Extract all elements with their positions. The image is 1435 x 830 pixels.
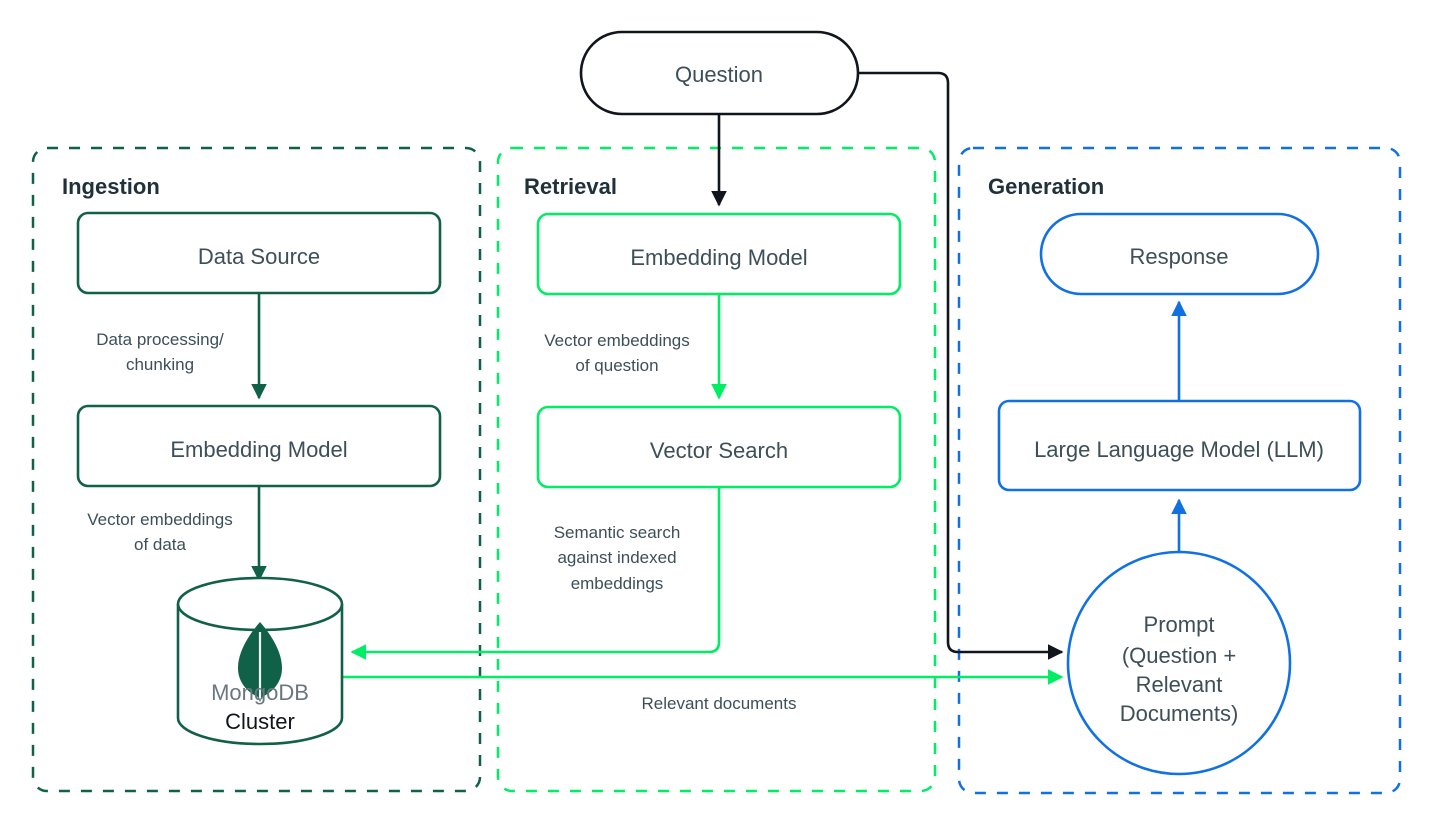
node-data-source[interactable]: Data Source [76,211,442,295]
vector-search-label: Vector Search [650,438,788,463]
section-title-ingestion: Ingestion [62,174,160,199]
section-container-ingestion: Ingestion [31,146,482,793]
prompt-label-line3: Relevant [1136,672,1223,697]
vector-embeddings-data-line2: of data [134,535,187,554]
question-pill-shape [579,30,860,116]
embedding-model-ingestion-shape [76,404,442,488]
vector-embeddings-question-line1: Vector embeddings [544,331,690,350]
data-source-shape [76,211,442,295]
prompt-label-line2: (Question + [1122,643,1236,668]
section-title-retrieval: Retrieval [524,174,617,199]
relevant-documents-label: Relevant documents [642,694,797,713]
node-embedding-model-retrieval[interactable]: Embedding Model [536,212,902,296]
embedding-model-retrieval-shape [536,212,902,296]
vector-search-shape [536,405,902,489]
semantic-search-line1: Semantic search [554,523,681,542]
edge-label-data-processing: Data processing/ chunking [96,330,224,374]
embedding-model-ingestion-label: Embedding Model [170,437,347,462]
edge-vector-search-to-cluster [350,487,721,660]
node-embedding-model-ingestion[interactable]: Embedding Model [76,404,442,488]
response-pill-shape [1039,212,1320,296]
generation-dashed-border [957,146,1402,795]
embedding-model-retrieval-label: Embedding Model [630,245,807,270]
prompt-label-line1: Prompt [1144,612,1215,637]
section-container-retrieval: Retrieval [496,146,937,793]
node-large-language-model[interactable]: Large Language Model (LLM) [997,399,1362,492]
node-vector-search[interactable]: Vector Search [536,405,902,489]
node-question[interactable]: Question [579,30,860,116]
response-label: Response [1129,244,1228,269]
edge-label-relevant-documents: Relevant documents [642,694,797,713]
prompt-circle-shape [1066,550,1292,776]
llm-shape [997,399,1362,492]
ingestion-dashed-border [31,146,482,793]
edge-label-vector-embeddings-question: Vector embeddings of question [544,331,690,375]
llm-label: Large Language Model (LLM) [1034,437,1324,462]
mongodb-cluster-label-line2: Cluster [225,709,295,734]
node-response[interactable]: Response [1039,212,1320,296]
mongodb-cluster-label-line1: MongoDB [211,680,309,705]
retrieval-dashed-border [496,146,937,793]
prompt-label-line4: Documents) [1120,701,1239,726]
semantic-search-line3: embeddings [571,574,664,593]
mongodb-leaf-icon [238,622,282,702]
semantic-search-line2: against indexed [557,548,676,567]
section-container-generation: Generation [957,146,1402,795]
vector-embeddings-question-line2: of question [575,356,658,375]
vector-embeddings-data-line1: Vector embeddings [87,510,233,529]
edge-question-to-prompt [858,71,1064,660]
question-label: Question [675,62,763,87]
section-title-generation: Generation [988,174,1104,199]
node-mongodb-cluster[interactable]: MongoDB Cluster [176,576,344,746]
data-source-label: Data Source [198,244,320,269]
edge-label-vector-embeddings-data: Vector embeddings of data [87,510,233,554]
node-prompt[interactable]: Prompt (Question + Relevant Documents) [1066,550,1292,776]
data-processing-line2: chunking [126,355,194,374]
edge-label-semantic-search: Semantic search against indexed embeddin… [554,523,681,593]
data-processing-line1: Data processing/ [96,330,224,349]
